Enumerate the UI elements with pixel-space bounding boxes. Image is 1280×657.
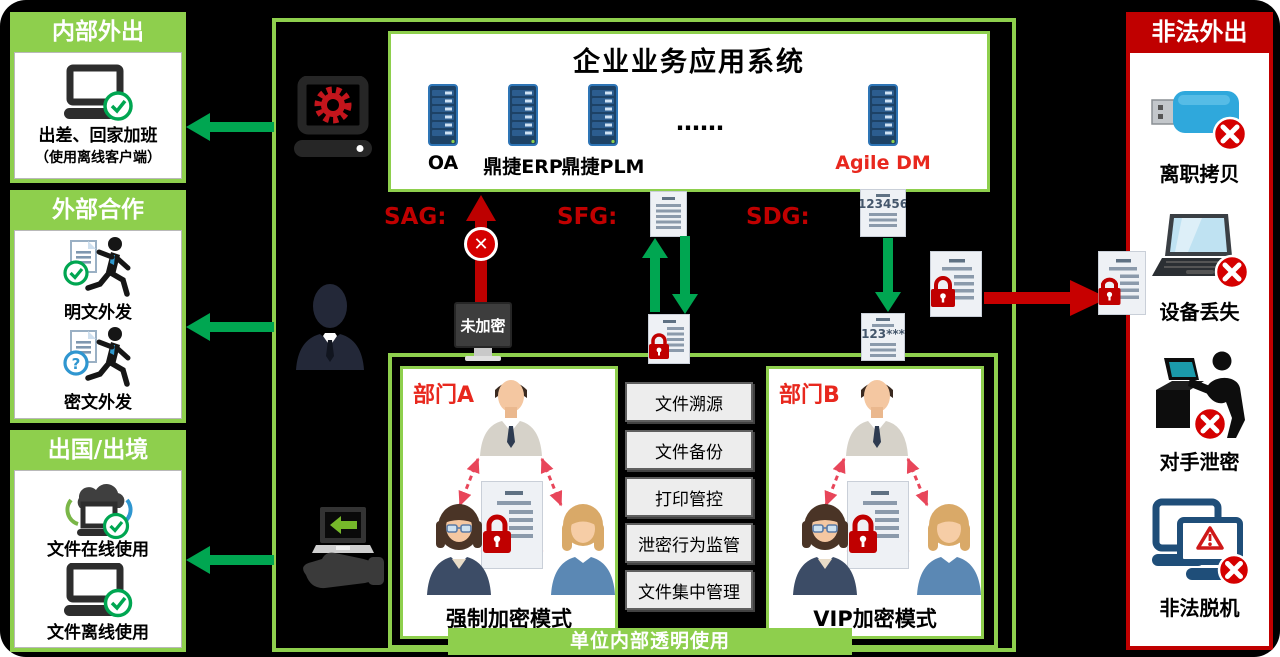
illegal-item-offline-label: 非法脱机 [1159, 596, 1240, 620]
abroad-item-online: 文件在线使用 [47, 474, 149, 561]
person-silhouette-icon [294, 280, 366, 370]
dept-a-mode-label: 强制加密模式 [446, 607, 572, 631]
runner-doc-question-icon: ? [63, 327, 131, 387]
app-system-title: 企业业务应用系统 [573, 47, 805, 78]
external-item-plain: 明文外发 [59, 235, 137, 324]
blocked-x-badge: ✕ [464, 227, 498, 261]
document-icon [650, 191, 687, 237]
ellipsis-more-servers: …… [676, 108, 724, 136]
green-down-arrow-icon [672, 236, 698, 314]
internal-use-banner: 单位内部透明使用 [448, 628, 852, 655]
monitor-stand [474, 348, 492, 356]
woman-avatar-left [789, 499, 861, 595]
external-item-cipher-label: 密文外发 [64, 393, 132, 414]
server-icon [428, 84, 458, 148]
offline-laptop-check-icon [64, 562, 133, 617]
internal-out-line1: 出差、回家加班 [38, 125, 158, 146]
abroad-item-offline-label: 文件离线使用 [47, 622, 149, 643]
control-leak-monitor: 泄密行为监管 [625, 523, 753, 563]
server-label-agiledm: Agile DM [835, 152, 931, 174]
locked-document-icon [481, 481, 543, 571]
external-item-plain-label: 明文外发 [64, 302, 132, 323]
abroad-item-offline: 文件离线使用 [47, 562, 149, 644]
panel-abroad-title: 出国/出境 [14, 434, 182, 467]
illegal-offline-x-icon [1151, 498, 1250, 587]
competitor-leak-x-icon [1155, 351, 1245, 442]
server-icon [588, 84, 618, 148]
green-left-arrow [186, 113, 274, 141]
monitor-base [465, 356, 501, 361]
laptop-gear-icon [294, 76, 372, 164]
lost-laptop-x-icon [1151, 214, 1249, 290]
woman-avatar-right [547, 499, 619, 595]
hand-laptop-icon [292, 503, 386, 603]
green-up-arrow-icon [642, 238, 668, 312]
locked-document-icon [1098, 251, 1146, 315]
green-down-arrow-icon [875, 238, 901, 312]
dept-b-title: 部门B [779, 383, 840, 408]
server-label-oa: OA [427, 152, 459, 174]
control-file-central: 文件集中管理 [625, 570, 753, 610]
usb-x-icon [1150, 91, 1247, 152]
panel-illegal-out-title: 非法外出 [1130, 16, 1269, 49]
control-print-control: 打印管控 [625, 477, 753, 517]
sdg-label: SDG: [746, 204, 810, 230]
runner-doc-check-icon [63, 236, 131, 297]
illegal-item-laptop: 设备丢失 [1148, 210, 1252, 325]
locked-document-icon [930, 251, 982, 317]
sfg-label: SFG: [557, 204, 618, 230]
illegal-item-competitor-label: 对手泄密 [1159, 450, 1240, 474]
internal-out-item: 出差、回家加班 （使用离线客户端） [35, 64, 161, 167]
masked-code-document-icon: 123*** [861, 313, 905, 361]
dept-a-box: 部门A 强制加密模式 [400, 366, 618, 639]
abroad-item-online-label: 文件在线使用 [47, 540, 149, 561]
woman-avatar-left [423, 499, 495, 595]
man-avatar [478, 374, 544, 456]
cloud-laptop-check-icon [65, 484, 133, 540]
panel-internal-out: 内部外出 出差、回家加班 （使用离线客户端） [10, 12, 186, 183]
panel-internal-out-title: 内部外出 [14, 16, 182, 49]
control-file-backup: 文件备份 [625, 430, 753, 470]
illegal-item-usb: 离职拷贝 [1148, 78, 1252, 187]
code-masked-text: 123*** [861, 327, 905, 341]
panel-external-coop: 外部合作 明文外发 ? 密 [10, 190, 186, 423]
control-file-trace: 文件溯源 [625, 382, 753, 422]
illegal-item-competitor: 对手泄密 [1148, 348, 1252, 475]
server-label-plm: 鼎捷PLM [561, 156, 645, 178]
red-right-arrow [984, 280, 1108, 316]
locked-document-icon [847, 481, 909, 571]
illegal-item-laptop-label: 设备丢失 [1159, 300, 1240, 324]
locked-document-icon [648, 314, 690, 364]
unencrypted-label: 未加密 [454, 302, 512, 348]
green-left-arrow [186, 546, 274, 574]
panel-illegal-out: 非法外出 离职拷贝 设备丢失 [1126, 12, 1273, 650]
woman-avatar-right [913, 499, 985, 595]
internal-out-line2: （使用离线客户端） [35, 150, 161, 167]
offline-laptop-check-icon [64, 64, 133, 121]
server-label-erp: 鼎捷ERP [483, 156, 563, 178]
dept-a-title: 部门A [413, 383, 475, 408]
dept-b-mode-label: VIP加密模式 [813, 607, 937, 631]
illegal-item-offline: 非法脱机 [1148, 498, 1252, 621]
panel-external-coop-title: 外部合作 [14, 194, 182, 227]
code-full-text: 123456 [860, 197, 906, 211]
man-avatar [844, 374, 910, 456]
svg-text:?: ? [72, 355, 81, 373]
server-icon [868, 84, 898, 148]
external-item-cipher: ? 密文外发 [59, 325, 137, 414]
server-icon [508, 84, 538, 148]
code-document-icon: 123456 [860, 189, 906, 237]
panel-abroad: 出国/出境 文件在线使用 文件离线使用 [10, 430, 186, 652]
green-left-arrow [186, 313, 274, 341]
illegal-item-usb-label: 离职拷贝 [1159, 162, 1240, 186]
unencrypted-monitor-icon: 未加密 [454, 302, 512, 361]
sag-label: SAG: [384, 204, 447, 230]
dept-b-box: 部门B VIP加密模式 [766, 366, 984, 639]
